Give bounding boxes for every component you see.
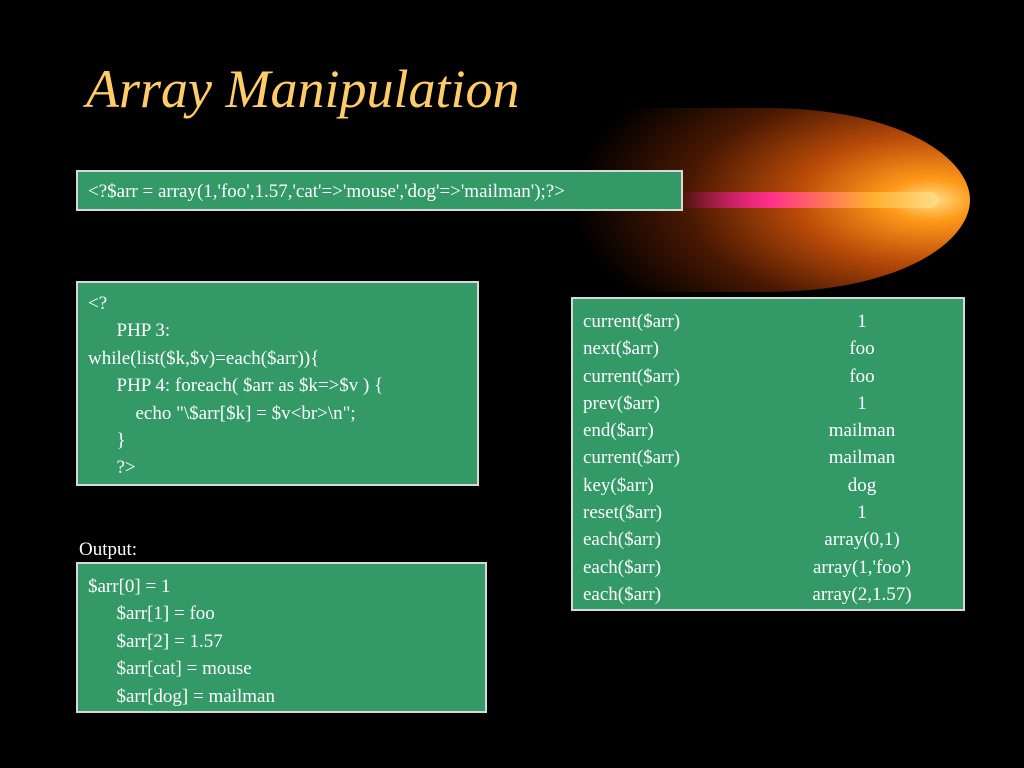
function-row: end($arr) mailman [583, 417, 963, 444]
output-line: $arr[1] = foo [88, 603, 215, 625]
function-result: array(1,'foo') [812, 556, 912, 578]
code-line: <? [88, 293, 108, 314]
function-row: reset($arr) 1 [583, 499, 963, 526]
function-call: each($arr) [583, 583, 662, 605]
code-line: ?> [88, 457, 136, 479]
output-line: $arr[cat] = mouse [88, 658, 252, 680]
function-call: each($arr) [583, 556, 662, 578]
function-call: prev($arr) [583, 392, 661, 414]
code-line: echo "\$arr[$k] = $v<br>\n"; [88, 402, 356, 424]
output-line: $arr[2] = 1.57 [88, 630, 223, 652]
code-line: while(list($k,$v)=each($arr)){ [88, 347, 320, 369]
function-call: current($arr) [583, 447, 681, 469]
function-result: array(0,1) [824, 529, 900, 551]
function-row: each($arr) array(2,1.57) [583, 581, 963, 608]
function-result: mailman [828, 447, 896, 469]
array-functions-table: current($arr) 1 next($arr) foo current($ar… [571, 297, 965, 611]
function-call: key($arr) [583, 474, 654, 496]
function-call: each($arr) [583, 529, 662, 551]
slide-title: Array Manipulation [86, 59, 520, 119]
function-result: 1 [857, 392, 867, 414]
function-row: current($arr) foo [583, 363, 963, 390]
function-result: dog [847, 474, 877, 496]
code-line: PHP 4: foreach( $arr as $k=>$v ) { [88, 375, 384, 397]
function-row: current($arr) mailman [583, 444, 963, 471]
comet-decoration [580, 108, 970, 292]
function-call: current($arr) [583, 311, 681, 332]
function-row: prev($arr) 1 [583, 390, 963, 417]
code-line: } [88, 429, 126, 451]
function-result: array(2,1.57) [812, 583, 912, 605]
function-row: next($arr) foo [583, 335, 963, 362]
function-result: foo [849, 365, 875, 387]
function-row: current($arr) 1 [583, 308, 963, 335]
function-call: next($arr) [583, 338, 659, 360]
function-result: 1 [857, 311, 867, 332]
function-row: key($arr) dog [583, 472, 963, 499]
function-result: 1 [857, 502, 867, 524]
function-call: current($arr) [583, 365, 681, 387]
function-result: mailman [828, 420, 896, 442]
function-call: reset($arr) [583, 502, 663, 524]
function-result: foo [849, 338, 875, 360]
output-line: $arr[dog] = mailman [88, 685, 275, 707]
loop-code-box: <? PHP 3: while(list($k,$v)=each($arr)){… [76, 281, 479, 486]
array-definition-box: <?$arr = array(1,'foo',1.57,'cat'=>'mous… [76, 170, 683, 211]
output-label: Output: [79, 539, 138, 560]
code-line: PHP 3: [88, 320, 171, 342]
output-line: $arr[0] = 1 [88, 576, 171, 597]
function-row: each($arr) array(0,1) [583, 526, 963, 553]
array-definition-code: <?$arr = array(1,'foo',1.57,'cat'=>'mous… [88, 181, 565, 202]
function-call: end($arr) [583, 420, 654, 442]
output-box: $arr[0] = 1 $arr[1] = foo $arr[2] = 1.57… [76, 562, 487, 713]
function-row: each($arr) array(1,'foo') [583, 554, 963, 581]
